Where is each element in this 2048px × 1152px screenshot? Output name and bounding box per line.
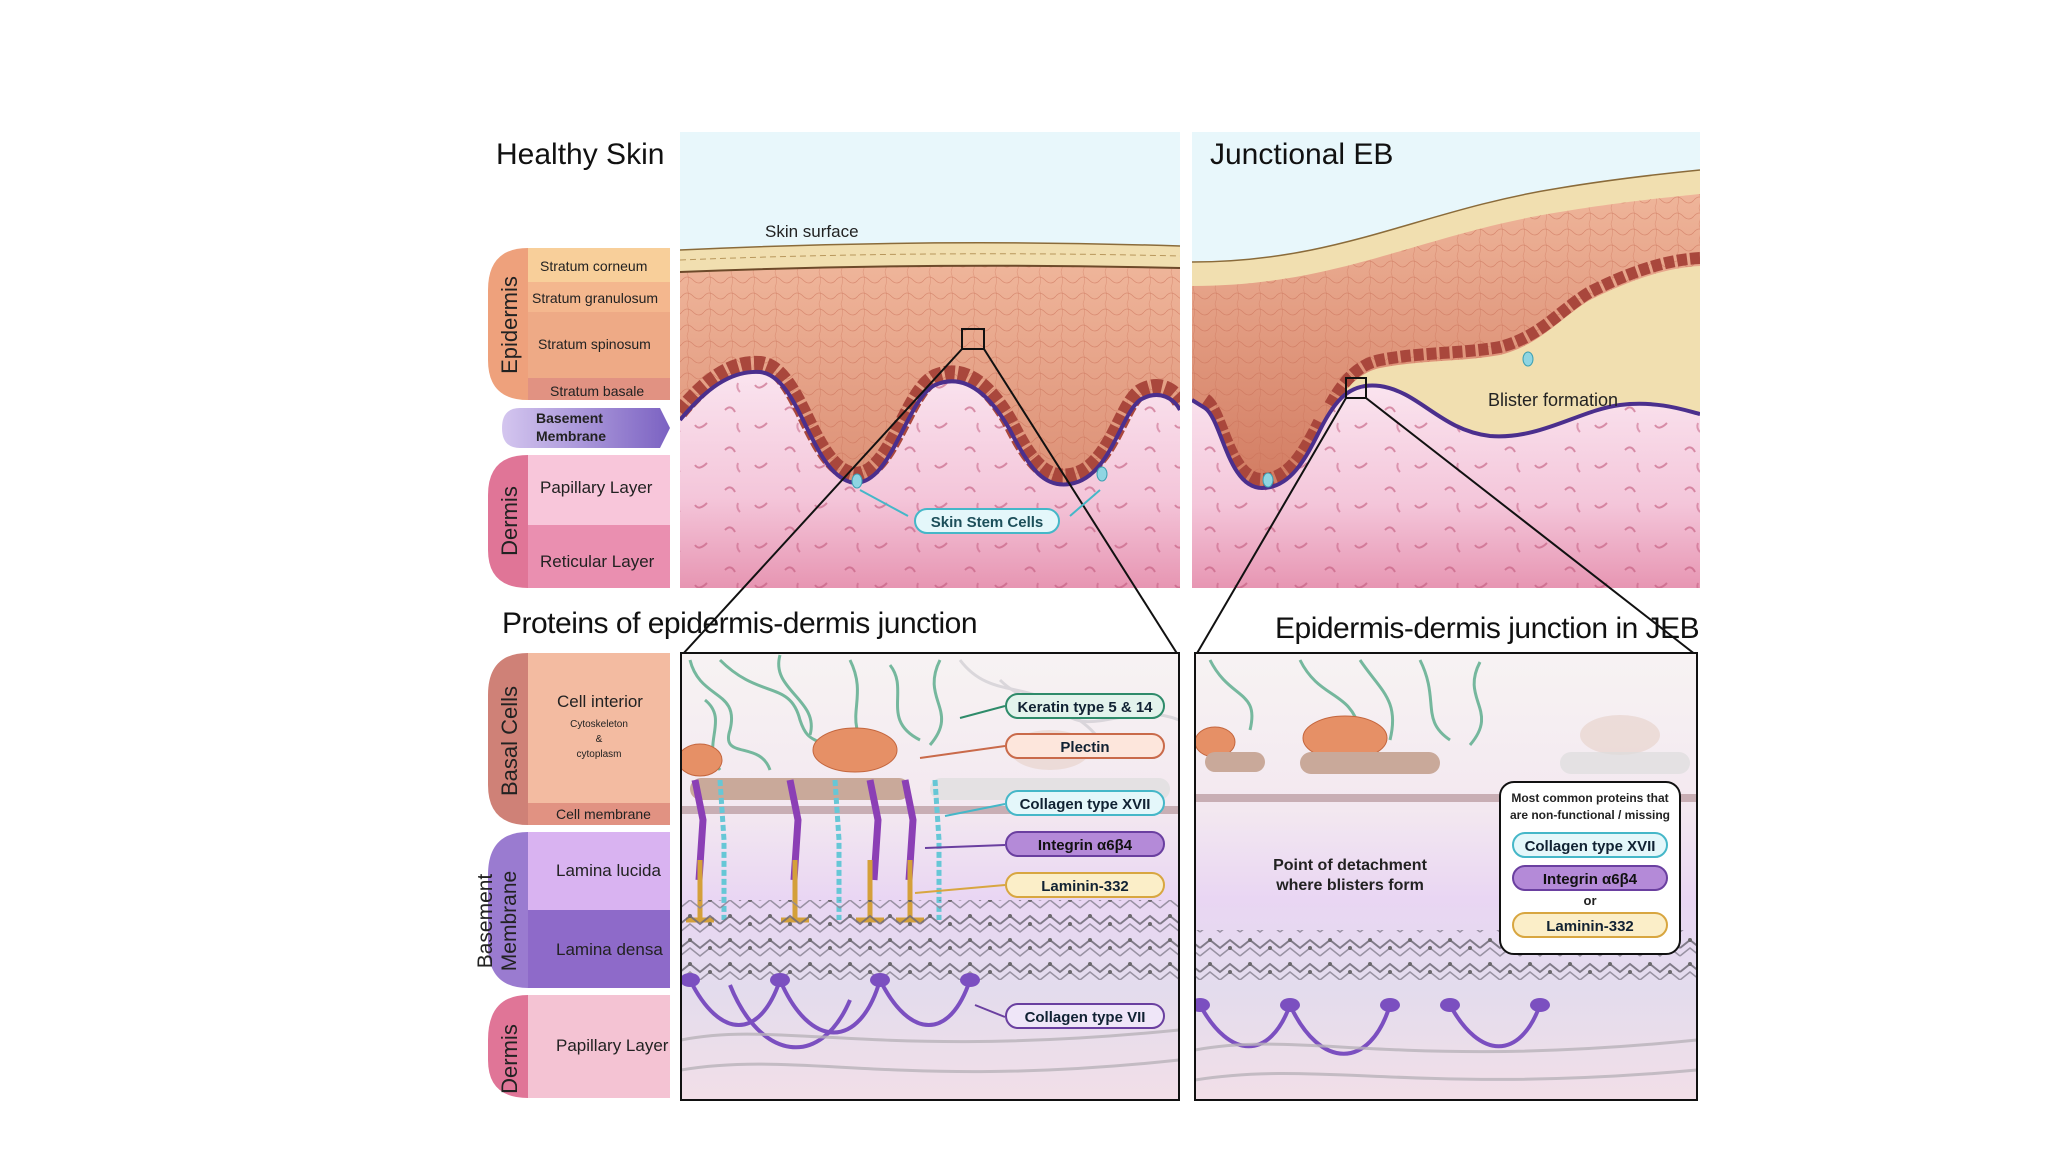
note-detachment: Point of detachment where blisters form	[1250, 856, 1450, 896]
proteins-zoom-panel	[681, 653, 1179, 1100]
label-basement-membrane-bottom-2: Membrane	[498, 870, 521, 972]
label-stratum-basale: Stratum basale	[550, 383, 645, 399]
label-cell-membrane: Cell membrane	[556, 806, 651, 822]
label-reticular-top: Reticular Layer	[540, 552, 655, 571]
title-healthy-skin: Healthy Skin	[496, 138, 665, 171]
pill-collagen-xvii: Collagen type XVII	[1005, 790, 1165, 816]
legend-or: or	[1583, 893, 1597, 908]
legend-collagen-xvii: Collagen type XVII	[1512, 832, 1668, 858]
label-basement-membrane-bottom-1: Basement	[474, 873, 497, 969]
label-cytoskeleton-3: cytoplasm	[576, 749, 622, 760]
legend-title-2: are non-functional / missing	[1509, 808, 1670, 822]
label-lamina-densa: Lamina densa	[556, 940, 663, 959]
legend-laminin: Laminin-332	[1512, 912, 1668, 938]
label-papillary-bottom: Papillary Layer	[556, 1036, 669, 1055]
pill-laminin: Laminin-332	[1005, 872, 1165, 898]
pill-integrin: Integrin α6β4	[1005, 831, 1165, 857]
healthy-skin-panel	[680, 132, 1180, 588]
label-basement-membrane-top-1: Basement	[536, 410, 603, 426]
label-cytoskeleton-2: &	[595, 734, 603, 745]
label-stratum-corneum: Stratum corneum	[540, 258, 648, 274]
label-cytoskeleton-1: Cytoskeleton	[570, 719, 628, 730]
zoom-line-right	[983, 348, 1179, 656]
label-cytoskeleton: Cytoskeleton & cytoplasm	[560, 717, 638, 762]
label-dermis-bottom: Dermis	[497, 1024, 522, 1094]
bottom-sidebar-graphic	[488, 653, 670, 1098]
legend-integrin: Integrin α6β4	[1512, 865, 1668, 891]
zoom-line-left	[681, 348, 963, 656]
label-papillary-top: Papillary Layer	[540, 478, 653, 497]
label-skin-surface: Skin surface	[765, 222, 859, 241]
note-detachment-2: where blisters form	[1276, 877, 1424, 894]
pill-collagen-vii: Collagen type VII	[1005, 1003, 1165, 1029]
label-cell-interior: Cell interior	[557, 692, 643, 711]
pill-skin-stem-cells: Skin Stem Cells	[914, 508, 1060, 534]
title-jeb-junction: Epidermis-dermis junction in JEB	[1275, 612, 1700, 645]
legend-title: Most common proteins that are non-functi…	[1504, 790, 1676, 824]
zoom-line-jeb-left	[1195, 397, 1347, 656]
title-proteins-junction: Proteins of epidermis-dermis junction	[502, 607, 978, 640]
note-detachment-1: Point of detachment	[1273, 857, 1427, 874]
label-basement-membrane-top-2: Membrane	[536, 428, 607, 444]
zoom-line-jeb-right	[1365, 397, 1697, 656]
label-stratum-spinosum: Stratum spinosum	[538, 336, 651, 352]
pill-keratin: Keratin type 5 & 14	[1005, 693, 1165, 719]
label-stratum-granulosum: Stratum granulosum	[532, 290, 659, 306]
label-epidermis: Epidermis	[497, 276, 522, 374]
label-blister-formation: Blister formation	[1488, 390, 1619, 410]
legend-title-1: Most common proteins that	[1511, 791, 1669, 805]
label-basal-cells: Basal Cells	[497, 685, 522, 797]
top-sidebar-graphic	[488, 248, 670, 588]
label-basement-membrane-bottom: Basement Membrane	[474, 856, 528, 986]
label-dermis-top: Dermis	[497, 486, 522, 556]
label-lamina-lucida: Lamina lucida	[556, 861, 661, 880]
jeb-zoom-panel	[1195, 653, 1697, 1100]
title-junctional-eb: Junctional EB	[1210, 138, 1394, 171]
pill-plectin: Plectin	[1005, 733, 1165, 759]
jeb-skin-panel	[1192, 132, 1700, 588]
